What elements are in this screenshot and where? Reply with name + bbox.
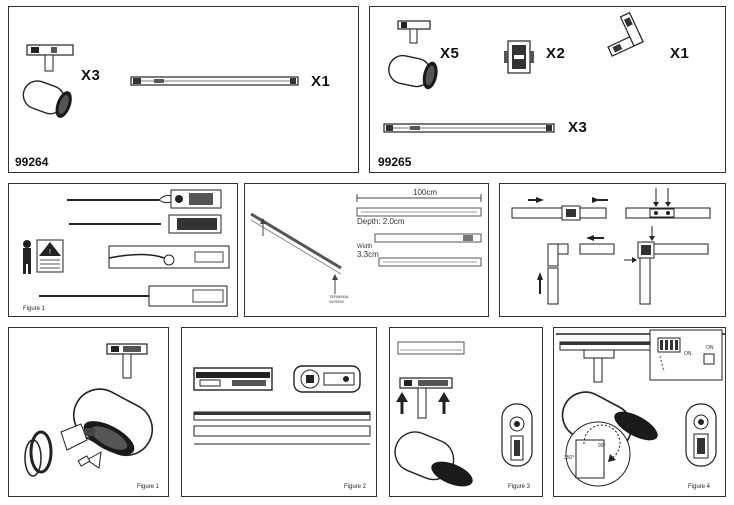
set-99265-panel: X5 X2 X1 X3 99265 — [369, 6, 726, 173]
adapter-illustration — [193, 365, 371, 445]
figure-caption: Figure 3 — [508, 484, 531, 490]
electrician-warning-icon: ! — [23, 239, 64, 274]
straight-connector-icon — [504, 40, 534, 74]
rail-depth-label: Depth: 2.0cm — [357, 217, 405, 226]
track-rail-icon — [383, 123, 555, 133]
wiring-panel: ! Figure 1 — [8, 183, 238, 317]
switch-on-label-2: ON — [706, 345, 714, 351]
rotation-panel: 90° 350° ON ON Figure 4 — [553, 327, 726, 497]
mount-panel: Figure 3 — [389, 327, 543, 497]
set-99264-panel: X3 X1 99264 — [8, 6, 359, 173]
rail-connection-panel — [499, 183, 726, 317]
product-code: 99265 — [378, 155, 412, 169]
corner-connector-icon — [607, 11, 644, 57]
rail-quantity: X3 — [568, 119, 588, 136]
figure-caption: Figure 2 — [344, 484, 367, 490]
spot-quantity: X5 — [440, 45, 460, 62]
set-99265-illustration — [383, 11, 644, 133]
track-adapter-icon — [583, 349, 615, 359]
set-99264-illustration — [22, 44, 299, 118]
wiring-illustration: ! — [23, 189, 230, 307]
terminal-screw-note: TERMINAL SCREW — [329, 294, 350, 304]
corner-quantity: X1 — [670, 45, 690, 62]
switch-on-label: ON — [684, 351, 692, 357]
figure-caption: Figure 1 — [137, 484, 160, 490]
rotation-angle-90: 90° — [598, 443, 606, 449]
rail-dimensions-panel: 100cm Depth: 2.0cm Width 3.3cm TERMINAL … — [244, 183, 489, 317]
spotlight-icon — [388, 54, 438, 90]
spot-assembly-illustration — [24, 343, 154, 477]
rail-length-label: 100cm — [413, 188, 438, 197]
svg-text:!: ! — [49, 249, 51, 256]
rail-quantity: X1 — [311, 73, 331, 90]
figure-caption: Figure 4 — [688, 484, 711, 490]
spot-quantity: X3 — [81, 67, 101, 84]
rail-width-label: 3.3cm — [357, 250, 379, 259]
rotation-angle-350: 350° — [564, 455, 575, 461]
product-code: 99264 — [15, 155, 49, 169]
rail-connection-illustration — [511, 188, 711, 305]
rail-dimensions-illustration — [250, 194, 482, 294]
rail-width-title: Width — [357, 244, 373, 250]
connector-quantity: X2 — [546, 45, 566, 62]
adapter-panel: Figure 2 — [181, 327, 377, 497]
spot-assembly-panel: Figure 1 — [8, 327, 169, 497]
spotlight-icon — [22, 80, 72, 118]
mount-illustration — [394, 341, 533, 487]
figure-caption: Figure 1 — [23, 306, 46, 312]
rotation-illustration — [556, 329, 725, 487]
track-rail-icon — [130, 76, 299, 86]
